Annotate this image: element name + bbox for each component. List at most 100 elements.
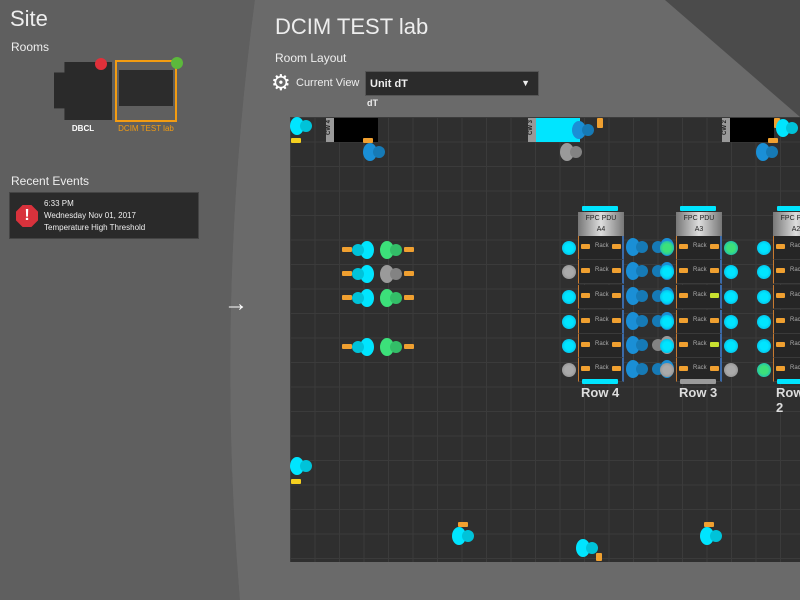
temperature-sensor[interactable] bbox=[562, 315, 576, 329]
tile-sensor bbox=[710, 342, 719, 347]
temperature-sensor[interactable] bbox=[757, 265, 771, 279]
chevron-down-icon: ▼ bbox=[521, 78, 530, 88]
tile-sensor bbox=[458, 522, 468, 527]
airflow-sensor[interactable] bbox=[290, 117, 312, 135]
airflow-sensor[interactable] bbox=[626, 336, 648, 354]
tile-sensor bbox=[679, 318, 688, 323]
temperature-sensor[interactable] bbox=[724, 290, 738, 304]
rack-label: Rack bbox=[693, 317, 707, 323]
airflow-sensor[interactable] bbox=[352, 338, 374, 356]
view-select[interactable]: Unit dT ▼ bbox=[365, 71, 539, 96]
tile-sensor bbox=[342, 271, 352, 276]
temperature-sensor[interactable] bbox=[660, 265, 674, 279]
crac-label: CW 2 bbox=[722, 120, 728, 135]
temperature-sensor[interactable] bbox=[660, 315, 674, 329]
room-thumbnail-dcim-test-lab[interactable]: DCIM TEST lab bbox=[115, 57, 183, 133]
pdu-header[interactable]: FPC PDUA2 bbox=[773, 212, 800, 236]
pdu-label: FPC PDU bbox=[683, 215, 715, 222]
temperature-sensor[interactable] bbox=[660, 290, 674, 304]
room-thumbnail-dbcl[interactable]: DBCL bbox=[54, 58, 112, 133]
temperature-sensor[interactable] bbox=[757, 241, 771, 255]
pdu-id: A3 bbox=[694, 226, 704, 233]
airflow-sensor[interactable] bbox=[290, 457, 312, 475]
airflow-sensor[interactable] bbox=[572, 121, 594, 139]
temperature-sensor[interactable] bbox=[562, 241, 576, 255]
page-title: DCIM TEST lab bbox=[275, 14, 429, 39]
tile-sensor bbox=[679, 268, 688, 273]
tile-sensor bbox=[612, 318, 621, 323]
rooms-heading: Rooms bbox=[11, 40, 50, 54]
airflow-sensor[interactable] bbox=[700, 527, 722, 545]
airflow-sensor[interactable] bbox=[352, 241, 374, 259]
airflow-sensor[interactable] bbox=[452, 527, 474, 545]
pdu-label: FPC PDU bbox=[780, 215, 800, 222]
pdu-id: A4 bbox=[596, 226, 606, 233]
tile-sensor bbox=[776, 244, 785, 249]
temperature-sensor[interactable] bbox=[724, 265, 738, 279]
temperature-sensor[interactable] bbox=[757, 339, 771, 353]
airflow-sensor[interactable] bbox=[380, 338, 402, 356]
temperature-sensor[interactable] bbox=[660, 363, 674, 377]
temperature-sensor[interactable] bbox=[757, 315, 771, 329]
tile-sensor bbox=[704, 522, 714, 527]
row-label: Row 4 bbox=[581, 385, 620, 400]
tile-sensor bbox=[680, 206, 716, 211]
temperature-sensor[interactable] bbox=[562, 339, 576, 353]
airflow-sensor[interactable] bbox=[380, 241, 402, 259]
airflow-sensor[interactable] bbox=[380, 289, 402, 307]
rack[interactable]: Rack bbox=[773, 310, 800, 334]
tile-sensor bbox=[777, 379, 800, 384]
temperature-sensor[interactable] bbox=[660, 241, 674, 255]
room-name: DBCL bbox=[71, 124, 95, 133]
event-item[interactable]: ! 6:33 PM Wednesday Nov 01, 2017 Tempera… bbox=[9, 192, 199, 239]
rack-label: Rack bbox=[693, 292, 707, 298]
tile-sensor bbox=[342, 295, 352, 300]
site-title: Site bbox=[10, 6, 48, 31]
airflow-sensor[interactable] bbox=[626, 312, 648, 330]
event-date: Wednesday Nov 01, 2017 bbox=[44, 211, 136, 220]
view-select-value: Unit dT bbox=[370, 78, 408, 90]
tile-sensor bbox=[612, 268, 621, 273]
airflow-sensor[interactable] bbox=[756, 143, 778, 161]
temperature-sensor[interactable] bbox=[562, 363, 576, 377]
airflow-sensor[interactable] bbox=[626, 262, 648, 280]
arrow-right-icon[interactable]: → bbox=[224, 290, 248, 317]
rack-label: Rack bbox=[790, 317, 800, 323]
temperature-sensor[interactable] bbox=[757, 290, 771, 304]
tile-sensor bbox=[612, 293, 621, 298]
temperature-sensor[interactable] bbox=[724, 363, 738, 377]
airflow-sensor[interactable] bbox=[626, 287, 648, 305]
temperature-sensor[interactable] bbox=[757, 363, 771, 377]
rack-label: Rack bbox=[595, 341, 609, 347]
airflow-sensor[interactable] bbox=[352, 265, 374, 283]
airflow-sensor[interactable] bbox=[380, 265, 402, 283]
airflow-sensor[interactable] bbox=[776, 119, 798, 137]
tile-sensor bbox=[679, 293, 688, 298]
tile-sensor bbox=[612, 244, 621, 249]
temperature-sensor[interactable] bbox=[724, 241, 738, 255]
airflow-sensor[interactable] bbox=[363, 143, 385, 161]
tile-sensor bbox=[710, 366, 719, 371]
room-status-dot bbox=[171, 57, 183, 69]
airflow-sensor[interactable] bbox=[576, 539, 598, 557]
airflow-sensor[interactable] bbox=[626, 238, 648, 256]
temperature-sensor[interactable] bbox=[562, 290, 576, 304]
airflow-sensor[interactable] bbox=[560, 143, 582, 161]
tile-sensor bbox=[404, 295, 414, 300]
temperature-sensor[interactable] bbox=[660, 339, 674, 353]
temperature-sensor[interactable] bbox=[724, 315, 738, 329]
temperature-sensor[interactable] bbox=[562, 265, 576, 279]
temperature-sensor[interactable] bbox=[724, 339, 738, 353]
gear-icon[interactable]: ⚙ bbox=[271, 70, 291, 95]
rack-label: Rack bbox=[693, 243, 707, 249]
crac-unit[interactable]: CW 2 bbox=[722, 118, 774, 142]
airflow-sensor[interactable] bbox=[626, 360, 648, 378]
rack-label: Rack bbox=[693, 341, 707, 347]
tile-sensor bbox=[404, 271, 414, 276]
crac-unit[interactable]: CW 3 bbox=[528, 118, 580, 142]
tile-sensor bbox=[776, 293, 785, 298]
pdu-header[interactable]: FPC PDU A3 bbox=[676, 212, 722, 236]
airflow-sensor[interactable] bbox=[352, 289, 374, 307]
